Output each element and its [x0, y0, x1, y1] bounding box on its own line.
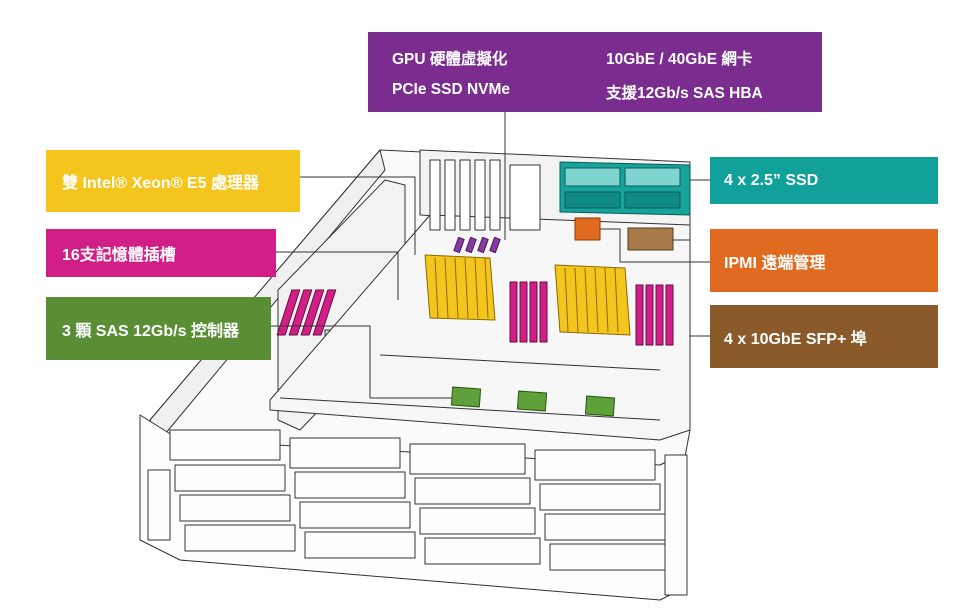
callout-gpu-label: GPU 硬體虛擬化 [392, 51, 508, 68]
leader-ipmi [600, 228, 710, 263]
leader-sas [271, 325, 452, 399]
leader-lines [271, 112, 710, 399]
callout-ssd-label: 4 x 2.5” SSD [724, 171, 819, 189]
callout-sas-label: 3 顆 SAS 12Gb/s 控制器 [62, 322, 239, 340]
pcie-risers [453, 236, 501, 254]
callout-ipmi: IPMI 遠端管理 [710, 229, 938, 292]
memory-slots [276, 281, 674, 346]
cpu-heatsink-1 [424, 254, 496, 321]
callout-expansion: GPU 硬體虛擬化 10GbE / 40GbE 網卡 PCIe SSD NVMe… [368, 32, 822, 112]
callout-hba-label: 支援12Gb/s SAS HBA [606, 85, 763, 102]
callout-cpu: 雙 Intel® Xeon® E5 處理器 [46, 150, 300, 212]
leader-cpu [300, 176, 416, 255]
cpu-heatsink-2 [554, 264, 631, 336]
sas-controller-chips [450, 386, 616, 417]
callout-ipmi-label: IPMI 遠端管理 [724, 254, 826, 272]
callout-nic-label: 10GbE / 40GbE 網卡 [606, 51, 753, 68]
ipmi-chip [574, 217, 601, 241]
callout-nvme-label: PCIe SSD NVMe [392, 81, 511, 98]
front-drive-bays [139, 414, 688, 601]
callout-sfp: 4 x 10GbE SFP+ 埠 [710, 305, 938, 368]
ssd-cage [559, 161, 691, 216]
sfp-module [627, 227, 674, 251]
leader-sfp [673, 239, 710, 337]
callout-memory-label: 16支記憶體插槽 [62, 247, 176, 264]
callout-memory: 16支記憶體插槽 [46, 229, 276, 277]
callout-sfp-label: 4 x 10GbE SFP+ 埠 [724, 330, 867, 348]
callout-ssd: 4 x 2.5” SSD [710, 157, 938, 204]
callout-sas-controller: 3 顆 SAS 12Gb/s 控制器 [46, 297, 271, 360]
leader-memory [276, 251, 399, 300]
pcie-slots [429, 159, 541, 231]
callout-cpu-label: 雙 Intel® Xeon® E5 處理器 [62, 175, 259, 192]
